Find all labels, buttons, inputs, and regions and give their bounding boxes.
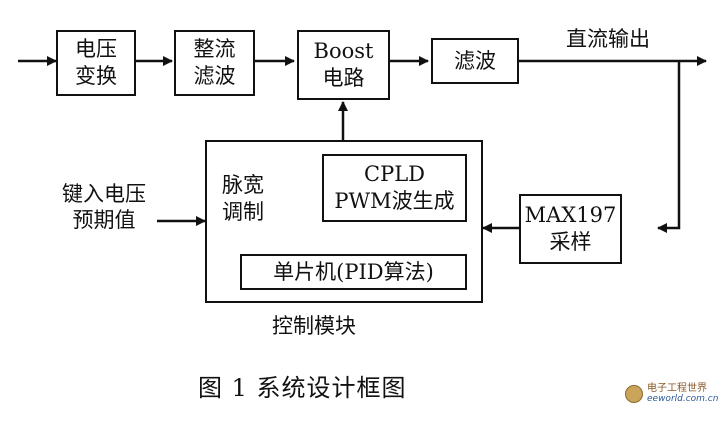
watermark: 电子工程世界 eeworld.com.cn [625,383,718,405]
watermark-logo-icon [625,385,643,403]
voltage-transform-block: 电压 变换 [56,30,136,96]
control-module-label: 控制模块 [272,314,356,338]
figure-caption: 图 1 系统设计框图 [198,374,407,402]
cpld-pwm-block: CPLD PWM波生成 [322,154,467,222]
input-voltage-label: 键入电压 预期值 [62,182,146,232]
rectifier-filter-block: 整流 滤波 [174,30,255,96]
filter-block: 滤波 [431,38,519,84]
max197-sampling-block: MAX197 采样 [519,194,622,264]
pwm-label: 脉宽 调制 [222,173,264,224]
dc-output-label: 直流输出 [566,27,650,51]
boost-circuit-block: Boost 电路 [297,30,390,100]
mcu-pid-block: 单片机(PID算法) [240,254,467,290]
feedback-line [657,61,681,233]
